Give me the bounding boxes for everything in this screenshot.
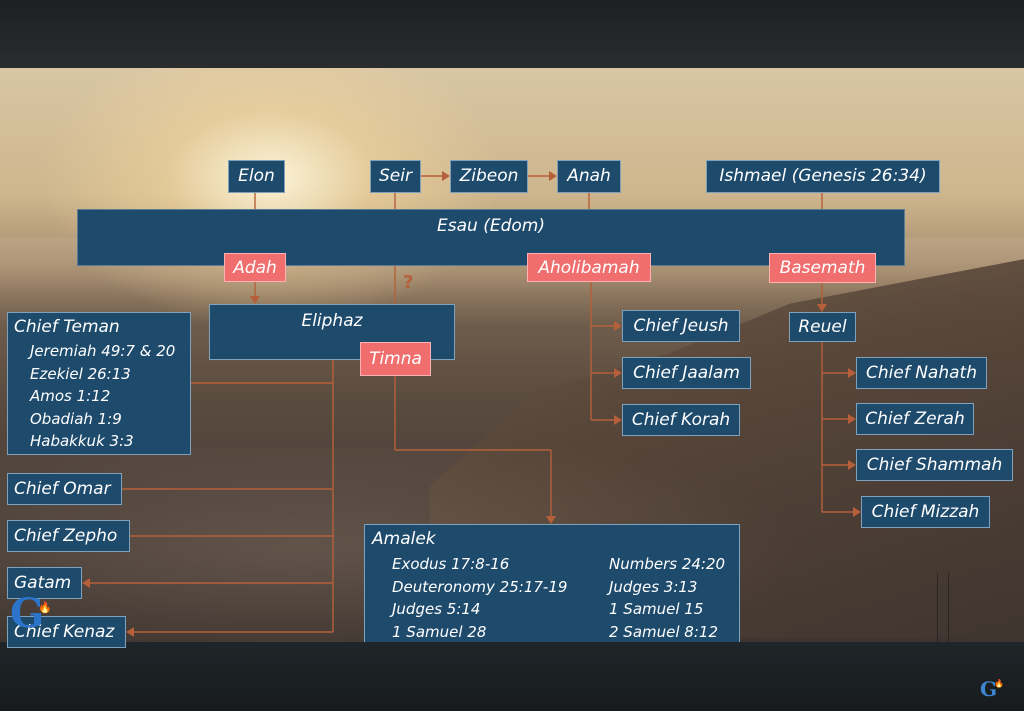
- node-adah: Adah: [224, 253, 286, 282]
- flame-icon: 🔥: [994, 670, 1004, 696]
- node-chief-nahath: Chief Nahath: [856, 357, 987, 389]
- scripture-ref: Amos 1:12: [30, 385, 175, 408]
- logo-g-large: G 🔥: [10, 592, 54, 636]
- node-zibeon: Zibeon: [450, 160, 528, 193]
- node-chief-shammah: Chief Shammah: [856, 449, 1013, 481]
- flame-icon: 🔥: [38, 586, 52, 630]
- amalek-refs-left: Exodus 17:8-16 Deuteronomy 25:17-19 Judg…: [392, 553, 567, 643]
- top-bar: [0, 0, 1024, 68]
- node-amalek: Amalek Exodus 17:8-16 Deuteronomy 25:17-…: [364, 524, 740, 642]
- scripture-ref: Deuteronomy 25:17-19: [392, 576, 567, 599]
- chief-teman-refs: Jeremiah 49:7 & 20 Ezekiel 26:13 Amos 1:…: [30, 340, 175, 453]
- eliphaz-label: Eliphaz: [210, 311, 454, 331]
- scripture-ref: Numbers 24:20: [609, 553, 725, 576]
- node-chief-jeush: Chief Jeush: [622, 310, 740, 342]
- node-ishmael: Ishmael (Genesis 26:34): [706, 160, 940, 193]
- node-chief-zerah: Chief Zerah: [856, 403, 974, 435]
- node-anah: Anah: [557, 160, 621, 193]
- scripture-ref: 2 Samuel 8:12: [609, 621, 725, 644]
- scripture-ref: Ezekiel 26:13: [30, 363, 175, 386]
- scripture-ref: Habakkuk 3:3: [30, 430, 175, 453]
- scripture-ref: Judges 3:13: [609, 576, 725, 599]
- logo-g-small: G 🔥: [980, 676, 1006, 702]
- scripture-ref: Obadiah 1:9: [30, 408, 175, 431]
- node-timna: Timna: [360, 342, 431, 376]
- node-basemath: Basemath: [769, 253, 876, 283]
- node-chief-zepho: Chief Zepho: [7, 520, 130, 552]
- scripture-ref: 1 Samuel 15: [609, 598, 725, 621]
- node-elon: Elon: [228, 160, 285, 193]
- node-chief-teman: Chief Teman Jeremiah 49:7 & 20 Ezekiel 2…: [7, 312, 191, 455]
- node-chief-mizzah: Chief Mizzah: [861, 496, 990, 528]
- node-seir: Seir: [370, 160, 421, 193]
- scripture-ref: Judges 5:14: [392, 598, 567, 621]
- question-mark: ?: [403, 272, 413, 293]
- power-pylon: [937, 573, 949, 642]
- esau-label: Esau (Edom): [78, 216, 904, 236]
- scripture-ref: Jeremiah 49:7 & 20: [30, 340, 175, 363]
- node-reuel: Reuel: [789, 312, 856, 342]
- node-chief-jaalam: Chief Jaalam: [622, 357, 751, 389]
- bottom-bar: [0, 642, 1024, 711]
- node-chief-omar: Chief Omar: [7, 473, 122, 505]
- scripture-ref: Exodus 17:8-16: [392, 553, 567, 576]
- amalek-label: Amalek: [372, 529, 436, 549]
- chief-teman-label: Chief Teman: [14, 317, 120, 337]
- scripture-ref: 1 Samuel 28: [392, 621, 567, 644]
- node-chief-korah: Chief Korah: [622, 404, 740, 436]
- amalek-refs-right: Numbers 24:20 Judges 3:13 1 Samuel 15 2 …: [609, 553, 725, 643]
- node-aholibamah: Aholibamah: [527, 253, 651, 282]
